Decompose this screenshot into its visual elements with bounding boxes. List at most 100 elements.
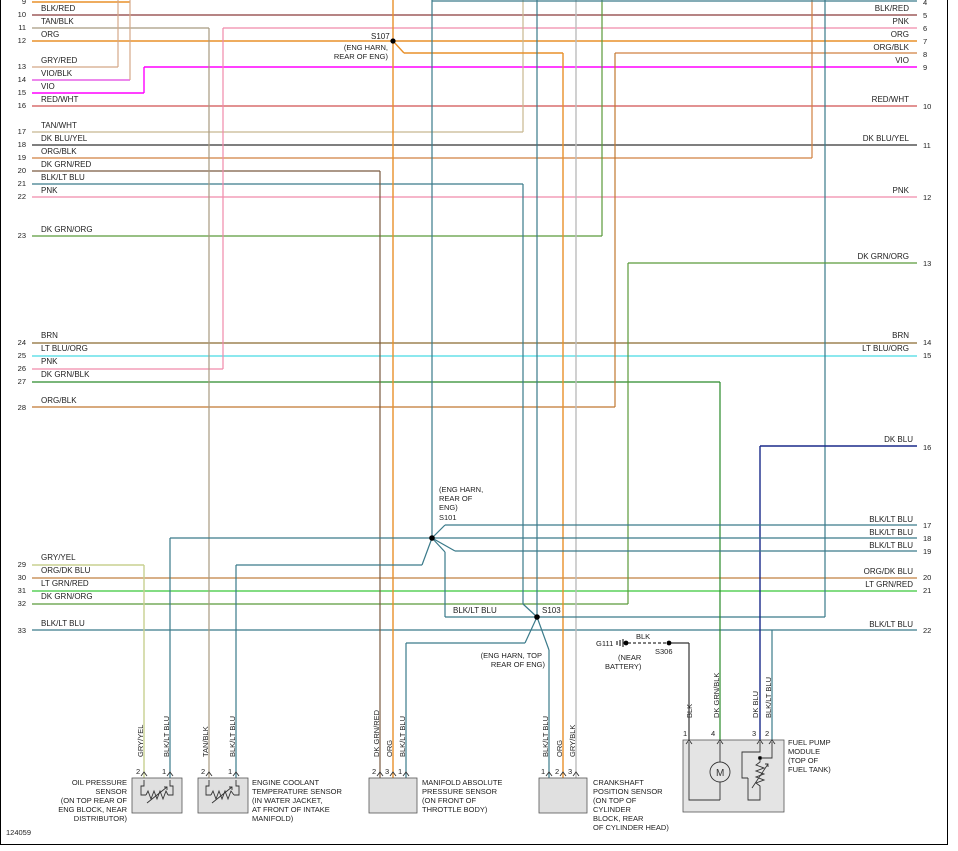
right-pin-label: BLK/LT BLU: [869, 620, 913, 629]
left-pin-num: 18: [18, 140, 26, 149]
sensor-body: [538, 777, 588, 814]
right-pin-8: ORG/BLK 8: [873, 43, 927, 59]
sensor-title-5: DISTRIBUTOR): [74, 814, 128, 823]
wire-s103-ckp: [536, 616, 550, 651]
left-pin-label: GRY/RED: [41, 56, 78, 65]
wire-s101-17: [431, 524, 446, 539]
wire-label-vertical: ORG: [555, 740, 564, 757]
right-pin-num: 15: [923, 351, 931, 360]
right-pin-9: VIO 9: [895, 56, 927, 72]
left-pin-num: 23: [18, 231, 26, 240]
right-pin-num: 9: [923, 63, 927, 72]
left-pin-num: 33: [18, 626, 26, 635]
left-pin-num: 30: [18, 573, 26, 582]
sensor-title-4: AT FRONT OF INTAKE: [252, 805, 330, 814]
wire-label-vertical: GRY/YEL: [136, 725, 145, 757]
left-pin-label: LT GRN/RED: [41, 579, 89, 588]
wire-s101-s103-down: [431, 537, 446, 553]
splice-s103: [534, 614, 540, 620]
right-pin-6: PNK 6: [893, 17, 928, 33]
splice-s101-note-3: ENG): [439, 503, 458, 512]
wire-label-vertical: BLK: [685, 704, 694, 718]
right-pin-num: 22: [923, 626, 931, 635]
left-pin-num: 27: [18, 377, 26, 386]
right-pin-num: 17: [923, 521, 931, 530]
left-pin-13: 13 GRY/RED: [18, 56, 118, 71]
sensor-title-2: POSITION SENSOR: [593, 787, 663, 796]
left-pin-num: 15: [18, 88, 26, 97]
pin-num: 2: [765, 729, 769, 738]
g111-note-2: BATTERY): [605, 662, 642, 671]
left-pin-num: 25: [18, 351, 26, 360]
right-pin-label: DK GRN/ORG: [857, 252, 909, 261]
pin-num: 3: [385, 767, 389, 776]
left-pin-20: 20 DK GRN/RED: [18, 160, 380, 175]
splice-s101-label: S101: [439, 513, 457, 522]
splice-s107: [390, 38, 396, 44]
sensor-title-4: CYLINDER: [593, 805, 632, 814]
splice-s103-label: S103: [542, 606, 561, 615]
pin-num: 2: [555, 767, 559, 776]
wire-label-vertical: DK GRN/BLK: [712, 673, 721, 718]
figure-id: 124059: [6, 828, 31, 837]
left-pin-num: 28: [18, 403, 26, 412]
left-pin-label: VIO/BLK: [41, 69, 73, 78]
right-pin-num: 20: [923, 573, 931, 582]
left-pin-num: 31: [18, 586, 26, 595]
module-title-3: (TOP OF: [788, 756, 819, 765]
right-pin-21: LT GRN/RED 21: [865, 580, 931, 595]
right-pin-22: BLK/LT BLU 22: [869, 620, 931, 635]
right-pin-label: BLK/LT BLU: [869, 541, 913, 550]
right-pin-num: 13: [923, 259, 931, 268]
ground-icon: [616, 639, 624, 647]
module-title-2: MODULE: [788, 747, 820, 756]
pin-num: 2: [201, 767, 205, 776]
right-pin-num: 19: [923, 547, 931, 556]
left-pin-label: ORG/BLK: [41, 147, 77, 156]
right-pin-12: PNK 12: [893, 186, 932, 202]
left-pin-num: 22: [18, 192, 26, 201]
wire-org-s107-branch: [392, 40, 405, 54]
sensor-title-1: OIL PRESSURE: [72, 778, 127, 787]
splice-s306-label: S306: [655, 647, 673, 656]
ground-g111: [623, 640, 629, 646]
left-pin-30: 30 ORG/DK BLU: [18, 566, 917, 582]
right-pin-num: 14: [923, 338, 931, 347]
right-pin-15: LT BLU/ORG 15: [862, 344, 931, 360]
module-body: [682, 739, 785, 813]
left-pin-num: 17: [18, 127, 26, 136]
right-pin-num: 5: [923, 11, 927, 20]
right-pin-num: 12: [923, 193, 931, 202]
left-pin-10: 10 TAN/BLK: [18, 10, 917, 26]
pin-num: 4: [711, 729, 715, 738]
left-pin-label: BLK/RED: [41, 4, 75, 13]
sensor-title-4: THROTTLE BODY): [422, 805, 488, 814]
right-pin-19: BLK/LT BLU 19: [869, 541, 931, 556]
pin-num: 1: [228, 767, 232, 776]
right-pin-7: ORG 7: [891, 30, 927, 46]
right-pin-label: PNK: [893, 186, 910, 195]
left-pin-17: 17 TAN/WHT: [18, 121, 523, 136]
splice-s101: [429, 535, 435, 541]
left-pin-label: DK GRN/ORG: [41, 592, 93, 601]
right-pin-label: DK BLU: [884, 435, 913, 444]
sensor-title-1: MANIFOLD ABSOLUTE: [422, 778, 502, 787]
sensor-title-5: BLOCK, REAR: [593, 814, 644, 823]
splice-s101-note-1: (ENG HARN,: [439, 485, 483, 494]
wire-s101-ect-diag: [421, 537, 433, 566]
sensor-title-1: ENGINE COOLANT: [252, 778, 320, 787]
sensor-title-3: (ON FRONT OF: [422, 796, 476, 805]
pin-num: 1: [398, 767, 402, 776]
sensor-title-1: CRANKSHAFT: [593, 778, 644, 787]
motor-label: M: [716, 768, 724, 779]
left-pin-num: 21: [18, 179, 26, 188]
wire-label-vertical: ORG: [385, 740, 394, 757]
g111-wire-label: BLK: [636, 632, 650, 641]
left-pin-16: 16 RED/WHT: [18, 95, 917, 110]
left-pin-num: 19: [18, 153, 26, 162]
left-pin-21: 21 BLK/LT BLU: [18, 173, 523, 188]
right-pin-label: ORG: [891, 30, 909, 39]
left-pin-25: 25 LT BLU/ORG: [18, 344, 917, 360]
right-pin-16: DK BLU 16: [884, 435, 931, 452]
pin-num: 2: [136, 767, 140, 776]
